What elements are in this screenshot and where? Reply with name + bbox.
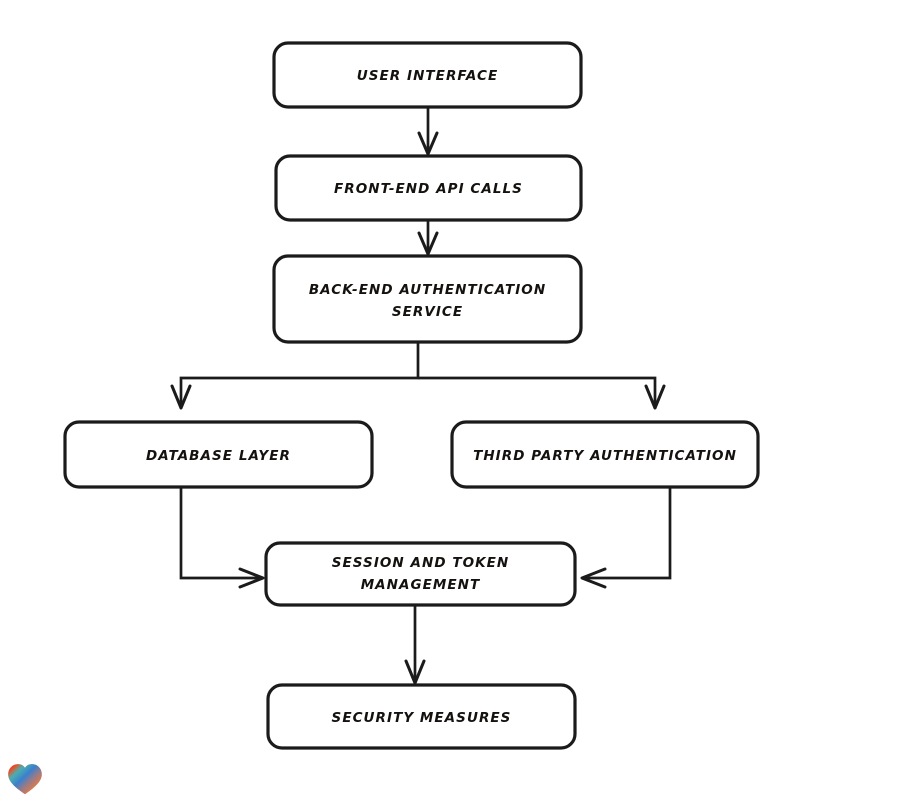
heart-icon: [8, 764, 42, 795]
arrowhead-icon: [580, 567, 607, 589]
edge-session-to-security: [404, 605, 426, 685]
edge-database-to-session: [179, 487, 265, 589]
node-box[interactable]: [272, 41, 583, 109]
edge-line: [585, 487, 672, 580]
edge-line: [179, 342, 420, 404]
node-box[interactable]: [274, 154, 583, 222]
node-label-third-party-auth: THIRD PARTY AUTHENTICATION: [473, 448, 737, 464]
edge-line: [179, 487, 260, 580]
edge-frontend-to-backend: [417, 220, 439, 256]
node-back-end-auth-service[interactable]: BACK-END AUTHENTICATION SERVICE: [272, 254, 583, 344]
node-third-party-auth[interactable]: THIRD PARTY AUTHENTICATION: [450, 420, 760, 489]
node-box[interactable]: [266, 683, 577, 750]
arrowhead-icon: [170, 384, 192, 410]
node-box[interactable]: [272, 254, 583, 344]
arrowhead-icon: [238, 567, 265, 589]
edge-thirdparty-to-session: [580, 487, 672, 589]
arrowhead-icon: [404, 659, 426, 685]
arrowhead-icon: [417, 231, 439, 256]
node-user-interface[interactable]: USER INTERFACE: [272, 41, 583, 109]
arrowhead-icon: [644, 384, 666, 410]
node-security-measures[interactable]: SECURITY MEASURES: [266, 683, 577, 750]
node-label-session-token-mgmt-line1: SESSION AND TOKEN: [332, 555, 510, 571]
edge-ui-to-frontend: [417, 107, 439, 156]
node-database-layer[interactable]: DATABASE LAYER: [63, 420, 374, 489]
node-box[interactable]: [63, 420, 374, 489]
node-label-security-measures: SECURITY MEASURES: [332, 710, 512, 726]
node-label-user-interface: USER INTERFACE: [357, 68, 499, 84]
node-box[interactable]: [264, 541, 577, 607]
edge-backend-to-database: [170, 342, 420, 410]
node-label-session-token-mgmt-line2: MANAGEMENT: [361, 577, 481, 593]
arrowhead-icon: [417, 131, 439, 156]
node-session-token-mgmt[interactable]: SESSION AND TOKEN MANAGEMENT: [264, 541, 577, 607]
node-front-end-api-calls[interactable]: FRONT-END API CALLS: [274, 154, 583, 222]
node-box[interactable]: [450, 420, 760, 489]
edge-line: [418, 376, 657, 404]
node-label-database-layer: DATABASE LAYER: [146, 448, 291, 464]
heart-shape-overlay: [8, 764, 42, 795]
edge-backend-to-thirdparty: [418, 376, 666, 410]
node-label-front-end-api-calls: FRONT-END API CALLS: [334, 181, 523, 197]
node-label-back-end-auth-service-line2: SERVICE: [392, 304, 463, 320]
node-label-back-end-auth-service-line1: BACK-END AUTHENTICATION: [309, 282, 546, 298]
